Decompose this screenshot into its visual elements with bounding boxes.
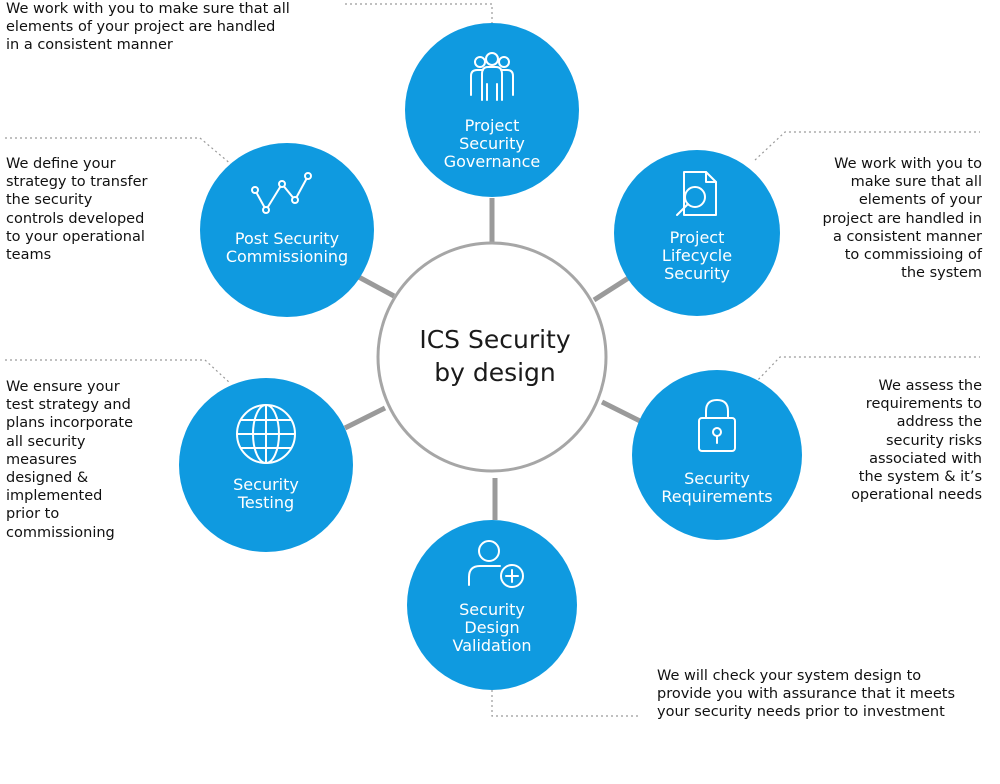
- node-label-testing: Security Testing: [233, 475, 299, 512]
- node-label-governance: Project Security Governance: [443, 116, 541, 171]
- node-commissioning[interactable]: [200, 143, 374, 317]
- padlock-icon: [698, 399, 736, 452]
- node-label-validation: Security Design Validation: [452, 600, 532, 655]
- node-label-commissioning: Post Security Commissioning: [225, 229, 349, 266]
- leader-requirements: [754, 356, 980, 384]
- node-governance[interactable]: [405, 23, 579, 197]
- leader-lifecycle: [754, 131, 980, 161]
- description-commissioning: We define your strategy to transfer the …: [6, 156, 148, 264]
- nodes: [179, 23, 802, 690]
- user-add-icon: [468, 540, 524, 588]
- connector-lifecycle: [592, 274, 632, 303]
- description-requirements: We assess the requirements to address th…: [851, 378, 982, 504]
- description-lifecycle: We work with you to make sure that all e…: [822, 156, 982, 282]
- leader-commissioning: [5, 137, 233, 166]
- node-requirements[interactable]: [632, 370, 802, 540]
- leader-validation: [491, 690, 640, 717]
- globe-icon: [236, 404, 296, 464]
- node-label-requirements: Security Requirements: [661, 469, 773, 506]
- node-label-lifecycle: Project Lifecycle Security: [661, 228, 733, 283]
- node-lifecycle[interactable]: [614, 150, 780, 316]
- line-graph-icon: [251, 172, 312, 214]
- connectors: [343, 198, 644, 520]
- connector-testing: [343, 405, 387, 431]
- description-testing: We ensure your test strategy and plans i…: [6, 379, 134, 541]
- leader-testing: [5, 359, 231, 384]
- team-icon: [470, 52, 514, 101]
- center-circle: [376, 241, 608, 473]
- leader-governance: [345, 3, 493, 28]
- center-title: ICS Security by design: [419, 325, 571, 387]
- connector-requirements: [600, 399, 644, 425]
- leader-lines: [5, 3, 980, 717]
- connector-commissioning: [353, 272, 396, 299]
- node-testing[interactable]: [179, 378, 353, 552]
- description-validation: We will check your system design to prov…: [657, 668, 955, 721]
- node-validation[interactable]: [407, 520, 577, 690]
- description-governance: We work with you to make sure that all e…: [6, 1, 290, 54]
- document-search-icon: [676, 171, 717, 216]
